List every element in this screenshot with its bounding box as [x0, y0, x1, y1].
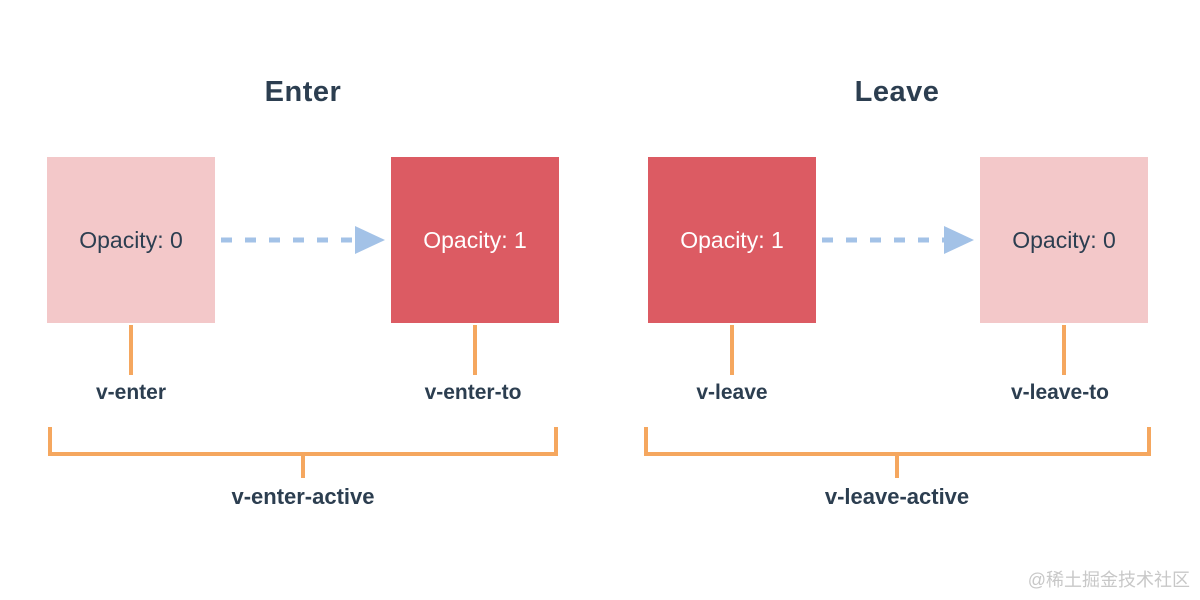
enter-phase-title: Enter — [264, 76, 342, 108]
leave-start-state-box: Opacity: 1 — [648, 157, 816, 323]
bracket-left-end — [644, 427, 648, 456]
v-enter-to-class-label: v-enter-to — [424, 381, 522, 404]
leave-end-state-box: Opacity: 0 — [980, 157, 1148, 323]
bracket-span-line — [644, 452, 1151, 456]
dashed-right-arrow-icon — [822, 226, 974, 254]
bracket-left-end — [48, 427, 52, 456]
enter-end-state-box: Opacity: 1 — [391, 157, 559, 323]
enter-to-connector-line — [473, 325, 477, 375]
v-leave-to-class-label: v-leave-to — [1010, 381, 1110, 404]
bracket-center-tick — [301, 456, 305, 478]
leave-phase-title: Leave — [854, 76, 940, 108]
enter-start-opacity-label: Opacity: 0 — [79, 226, 183, 253]
enter-from-connector-line — [129, 325, 133, 375]
leave-end-opacity-label: Opacity: 0 — [1012, 226, 1116, 253]
bracket-center-tick — [895, 456, 899, 478]
enter-end-opacity-label: Opacity: 1 — [423, 226, 527, 253]
leave-to-connector-line — [1062, 325, 1066, 375]
leave-from-connector-line — [730, 325, 734, 375]
bracket-right-end — [1147, 427, 1151, 456]
bracket-span-line — [48, 452, 558, 456]
bracket-right-end — [554, 427, 558, 456]
v-leave-active-class-label: v-leave-active — [824, 484, 970, 509]
v-enter-class-label: v-enter — [95, 381, 167, 404]
enter-start-state-box: Opacity: 0 — [47, 157, 215, 323]
v-leave-class-label: v-leave — [696, 381, 768, 404]
leave-start-opacity-label: Opacity: 1 — [680, 226, 784, 253]
v-enter-active-class-label: v-enter-active — [231, 484, 375, 509]
juejin-watermark: @稀土掘金技术社区 — [1027, 570, 1190, 590]
dashed-right-arrow-icon — [221, 226, 385, 254]
